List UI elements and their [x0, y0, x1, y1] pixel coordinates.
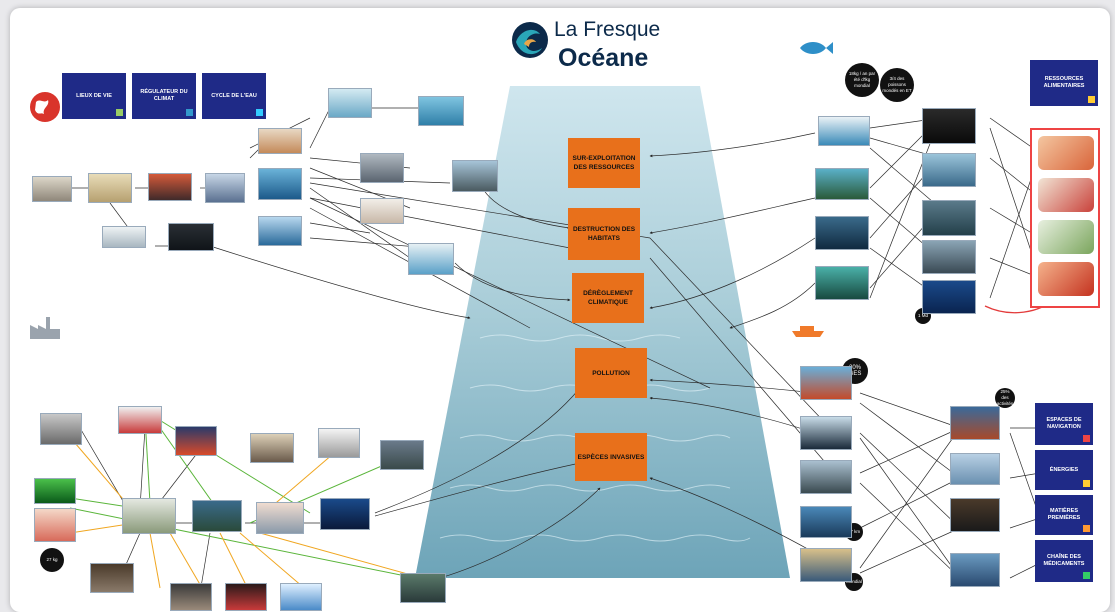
photo-thumbnail[interactable] [418, 96, 464, 126]
card-regulateur-du-climat[interactable]: RÉGULATEUR DU CLIMAT [132, 73, 196, 119]
photo-thumbnail[interactable] [175, 426, 217, 456]
stat-bubble: 27 kg [40, 548, 64, 572]
dark-links [70, 107, 1041, 594]
globe-icon [30, 92, 60, 122]
photo-thumbnail[interactable] [408, 243, 454, 275]
photo-thumbnail[interactable] [88, 173, 132, 203]
badge-icon [1083, 435, 1090, 442]
badge-icon [1083, 480, 1090, 487]
photo-thumbnail[interactable] [800, 548, 852, 582]
card-chaine-des-medicaments[interactable]: CHAÎNE DES MÉDICAMENTS [1035, 540, 1093, 582]
card-label: RÉGULATEUR DU CLIMAT [140, 89, 188, 102]
photo-thumbnail[interactable] [922, 280, 976, 314]
cause-card-destruction[interactable]: DESTRUCTION DES HABITATS [568, 208, 640, 260]
photo-thumbnail[interactable] [452, 160, 498, 192]
cause-card-especes[interactable]: ESPÈCES INVASIVES [575, 433, 647, 481]
card-label: CHAÎNE DES MÉDICAMENTS [1043, 554, 1085, 567]
food-photo[interactable] [1038, 220, 1094, 254]
cause-card-dereglement[interactable]: DÉRÈGLEMENT CLIMATIQUE [572, 273, 644, 323]
photo-thumbnail[interactable] [225, 583, 267, 611]
photo-thumbnail[interactable] [90, 563, 134, 593]
cause-card-pollution[interactable]: POLLUTION [575, 348, 647, 398]
photo-thumbnail[interactable] [258, 168, 302, 200]
badge-icon [1083, 572, 1090, 579]
food-photo[interactable] [1038, 136, 1094, 170]
photo-thumbnail[interactable] [922, 200, 976, 236]
photo-thumbnail[interactable] [818, 116, 870, 146]
photo-thumbnail[interactable] [950, 406, 1000, 440]
photo-thumbnail[interactable] [34, 478, 76, 504]
card-label: ESPACES DE NAVIGATION [1046, 417, 1082, 430]
photo-thumbnail[interactable] [360, 198, 404, 224]
photo-thumbnail[interactable] [922, 153, 976, 187]
photo-thumbnail[interactable] [258, 216, 302, 246]
photo-thumbnail[interactable] [148, 173, 192, 201]
food-photo[interactable] [1038, 262, 1094, 296]
photo-thumbnail[interactable] [922, 240, 976, 274]
fresque-board: La Fresque Océane SUR-EXPLOITATION DES R… [10, 8, 1110, 612]
cause-card-surexploitation[interactable]: SUR-EXPLOITATION DES RESSOURCES [568, 138, 640, 188]
fish-icon [800, 42, 833, 54]
photo-thumbnail[interactable] [950, 453, 1000, 485]
photo-thumbnail[interactable] [922, 108, 976, 144]
link-layer [69, 86, 1056, 594]
photo-thumbnail[interactable] [122, 498, 176, 534]
photo-thumbnail[interactable] [102, 226, 146, 248]
photo-thumbnail[interactable] [40, 413, 82, 445]
card-label: ÉNERGIES [1049, 466, 1079, 473]
photo-thumbnail[interactable] [318, 428, 360, 458]
photo-thumbnail[interactable] [250, 433, 294, 463]
photo-thumbnail[interactable] [815, 266, 869, 300]
stat-bubble: 18kg / an par été d'lkg mondial [845, 63, 879, 97]
photo-thumbnail[interactable] [118, 406, 162, 434]
card-label: RESSOURCES ALIMENTAIRES [1043, 76, 1085, 89]
photo-thumbnail[interactable] [192, 500, 242, 532]
photo-thumbnail[interactable] [34, 508, 76, 542]
card-label: LIEUX DE VIE [76, 92, 112, 99]
photo-thumbnail[interactable] [815, 168, 869, 200]
badge-icon [1083, 525, 1090, 532]
photo-thumbnail[interactable] [205, 173, 245, 203]
badge-icon [1088, 96, 1095, 103]
ship-icon [792, 326, 824, 337]
card-lieux-de-vie[interactable]: LIEUX DE VIE [62, 73, 126, 119]
stat-bubble: 3/4 des poissons mondés en ET [880, 68, 914, 102]
photo-thumbnail[interactable] [328, 88, 372, 118]
card-ressources-alimentaires[interactable]: RESSOURCES ALIMENTAIRES [1030, 60, 1098, 106]
food-photo[interactable] [1038, 178, 1094, 212]
photo-thumbnail[interactable] [360, 153, 404, 183]
photo-thumbnail[interactable] [380, 440, 424, 470]
card-label: MATIÈRES PREMIÈRES [1047, 508, 1081, 521]
photo-thumbnail[interactable] [800, 460, 852, 494]
card-espaces-de-navigation[interactable]: ESPACES DE NAVIGATION [1035, 403, 1093, 445]
photo-thumbnail[interactable] [950, 498, 1000, 532]
photo-thumbnail[interactable] [258, 128, 302, 154]
photo-thumbnail[interactable] [800, 506, 852, 538]
photo-thumbnail[interactable] [815, 216, 869, 250]
logo-title: La Fresque [554, 18, 661, 41]
wave-logo-icon [512, 22, 548, 58]
card-matieres-premieres[interactable]: MATIÈRES PREMIÈRES [1035, 495, 1093, 535]
badge-icon [116, 109, 123, 116]
ocean-trapezoid [415, 86, 790, 578]
card-cycle-de-leau[interactable]: CYCLE DE L'EAU [202, 73, 266, 119]
photo-thumbnail[interactable] [280, 583, 322, 611]
photo-thumbnail[interactable] [32, 176, 72, 202]
photo-thumbnail[interactable] [256, 502, 304, 534]
photo-thumbnail[interactable] [800, 366, 852, 400]
photo-thumbnail[interactable] [168, 223, 214, 251]
photo-thumbnail[interactable] [950, 553, 1000, 587]
food-group [1030, 128, 1100, 308]
photo-thumbnail[interactable] [800, 416, 852, 450]
card-energies[interactable]: ÉNERGIES [1035, 450, 1093, 490]
photo-thumbnail[interactable] [320, 498, 370, 530]
photo-thumbnail[interactable] [170, 583, 212, 611]
badge-icon [186, 109, 193, 116]
card-label: CYCLE DE L'EAU [211, 92, 257, 99]
photo-thumbnail[interactable] [400, 573, 446, 603]
logo-subtitle: Océane [558, 44, 649, 72]
stat-bubble: 25% des activités [995, 388, 1015, 408]
factory-icon [30, 317, 60, 339]
badge-icon [256, 109, 263, 116]
